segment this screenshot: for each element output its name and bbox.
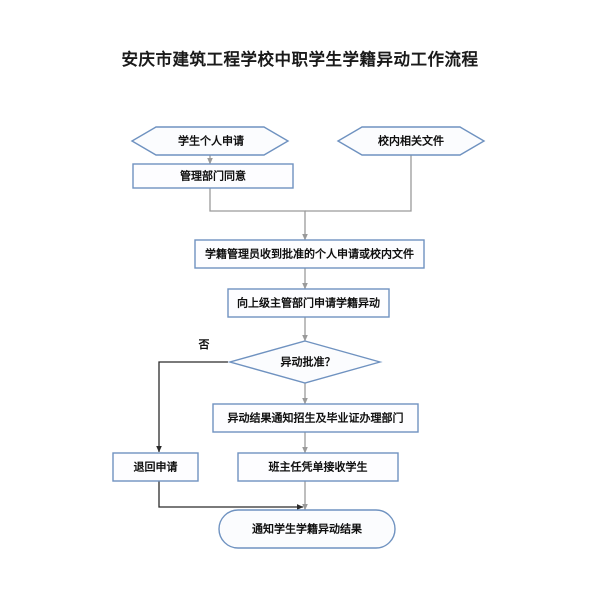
node-label-teacher-receives-student: 班主任凭单接收学生 bbox=[269, 460, 368, 474]
node-school-documents[interactable]: 校内相关文件 bbox=[336, 126, 486, 156]
edge-return-application-to-notify-student bbox=[158, 481, 304, 510]
edge-decision-no-to-return-application bbox=[156, 361, 228, 453]
node-decision-approved[interactable]: 异动批准？ bbox=[227, 340, 383, 384]
node-label-student-application: 学生个人申请 bbox=[178, 134, 244, 148]
node-registrar-receives[interactable]: 学籍管理员收到批准的个人申请或校内文件 bbox=[194, 239, 425, 269]
node-department-approval[interactable]: 管理部门同意 bbox=[132, 163, 294, 189]
node-apply-to-superior[interactable]: 向上级主管部门申请学籍异动 bbox=[227, 288, 390, 318]
node-student-application[interactable]: 学生个人申请 bbox=[130, 126, 290, 156]
node-label-notify-departments: 异动结果通知招生及毕业证办理部门 bbox=[228, 411, 404, 425]
rect-shape-teacher-receives-student bbox=[237, 452, 399, 482]
node-label-school-documents: 校内相关文件 bbox=[378, 134, 444, 148]
connector-layer: 否 bbox=[156, 141, 412, 511]
rect-shape-notify-departments bbox=[212, 403, 419, 433]
rect-shape-registrar-receives bbox=[194, 239, 425, 269]
hexagon-shape-student-application bbox=[130, 126, 290, 156]
node-notify-student-result[interactable]: 通知学生学籍异动结果 bbox=[218, 509, 396, 549]
node-label-department-approval: 管理部门同意 bbox=[180, 169, 246, 183]
hexagon-shape-school-documents bbox=[336, 126, 486, 156]
rect-shape-apply-to-superior bbox=[227, 288, 390, 318]
node-label-registrar-receives: 学籍管理员收到批准的个人申请或校内文件 bbox=[205, 247, 414, 261]
rect-shape-department-approval bbox=[132, 163, 294, 189]
node-notify-departments[interactable]: 异动结果通知招生及毕业证办理部门 bbox=[212, 403, 419, 433]
rect-shape-return-application bbox=[112, 452, 199, 482]
diamond-shape-decision-approved bbox=[227, 340, 383, 384]
page-title: 安庆市建筑工程学校中职学生学籍异动工作流程 bbox=[121, 50, 479, 69]
edge-school-documents-to-registrar-receives bbox=[305, 155, 412, 212]
node-label-return-application: 退回申请 bbox=[134, 460, 178, 474]
ellipse-shape-notify-student-result bbox=[218, 509, 396, 549]
edge-department-approval-to-registrar-receives bbox=[209, 188, 308, 241]
node-label-apply-to-superior: 向上级主管部门申请学籍异动 bbox=[237, 296, 380, 310]
node-label-notify-student-result: 通知学生学籍异动结果 bbox=[252, 522, 362, 536]
node-teacher-receives-student[interactable]: 班主任凭单接收学生 bbox=[237, 452, 399, 482]
edge-label-no: 否 bbox=[198, 338, 210, 351]
node-label-decision-approved: 异动批准？ bbox=[281, 355, 336, 369]
node-return-application[interactable]: 退回申请 bbox=[112, 452, 199, 482]
